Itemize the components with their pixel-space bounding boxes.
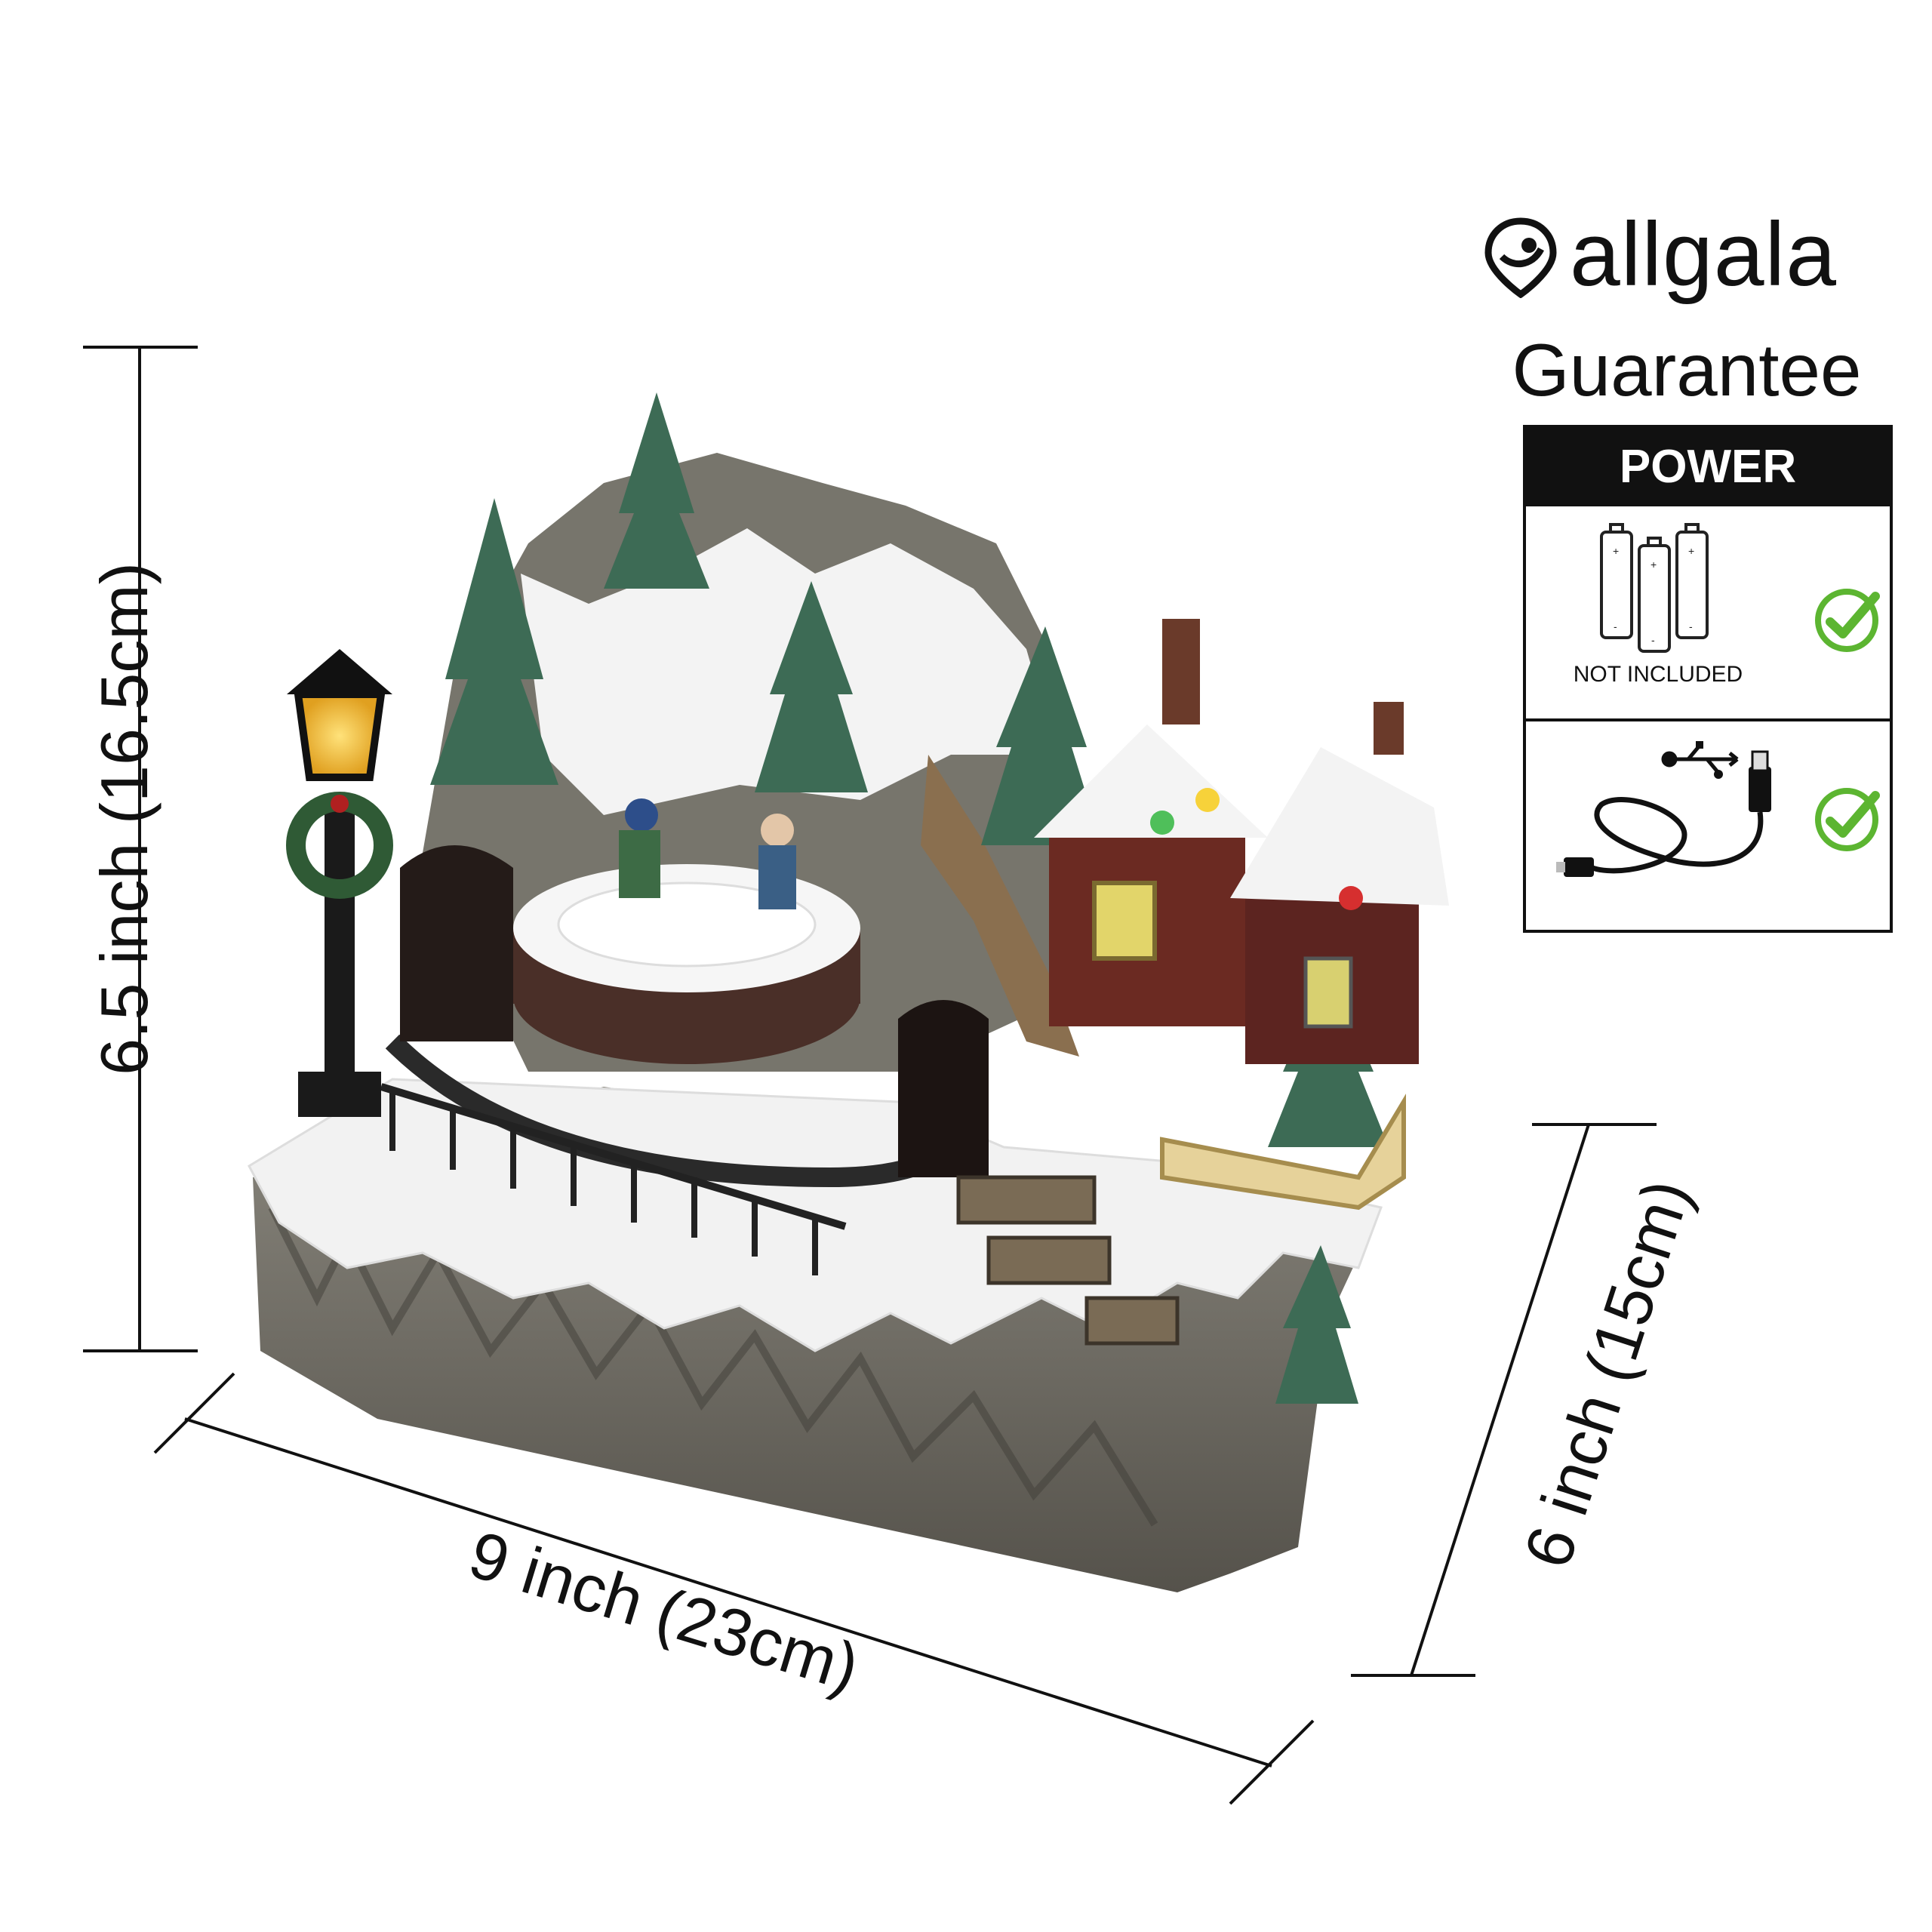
power-source-panel: POWER SOURCE + + + - - - NOT INCLUDED xyxy=(1523,425,1893,933)
battery-option-row: + + + - - - NOT INCLUDED xyxy=(1526,506,1890,721)
village-houses xyxy=(1034,619,1449,1064)
width-right-tick xyxy=(1229,1719,1315,1805)
height-dimension-label: 6.5 inch (16.5cm) xyxy=(87,562,162,1075)
width-line xyxy=(184,1417,1272,1767)
green-check-icon xyxy=(1815,589,1880,652)
svg-text:-: - xyxy=(1651,634,1655,646)
location-pin-logo-icon xyxy=(1484,217,1557,298)
svg-text:+: + xyxy=(1688,545,1694,557)
svg-text:-: - xyxy=(1614,620,1617,632)
brand-name: allgala xyxy=(1570,204,1837,305)
svg-text:-: - xyxy=(1689,620,1693,632)
pine-trees xyxy=(430,392,1389,1404)
svg-text:+: + xyxy=(1613,545,1619,557)
stairs xyxy=(956,1175,1180,1346)
batteries-icon: + + + - - - xyxy=(1600,523,1709,653)
power-source-title: POWER SOURCE xyxy=(1526,428,1890,571)
width-left-tick xyxy=(153,1372,235,1454)
brand-logo: allgala xyxy=(1479,209,1894,300)
depth-line xyxy=(1410,1124,1590,1676)
right-tunnel xyxy=(898,1000,989,1177)
left-tunnel xyxy=(400,845,513,1041)
usb-option-row xyxy=(1526,721,1890,933)
wooden-fence xyxy=(1160,1094,1406,1211)
green-check-icon xyxy=(1815,788,1880,851)
brand-tagline: Guarantee xyxy=(1512,328,1862,411)
batteries-not-included-caption: NOT INCLUDED xyxy=(1573,662,1743,687)
skating-rink xyxy=(513,798,860,1064)
usb-cable-icon xyxy=(1556,741,1771,877)
lamp-post xyxy=(286,649,393,1117)
svg-text:+: + xyxy=(1651,558,1657,571)
